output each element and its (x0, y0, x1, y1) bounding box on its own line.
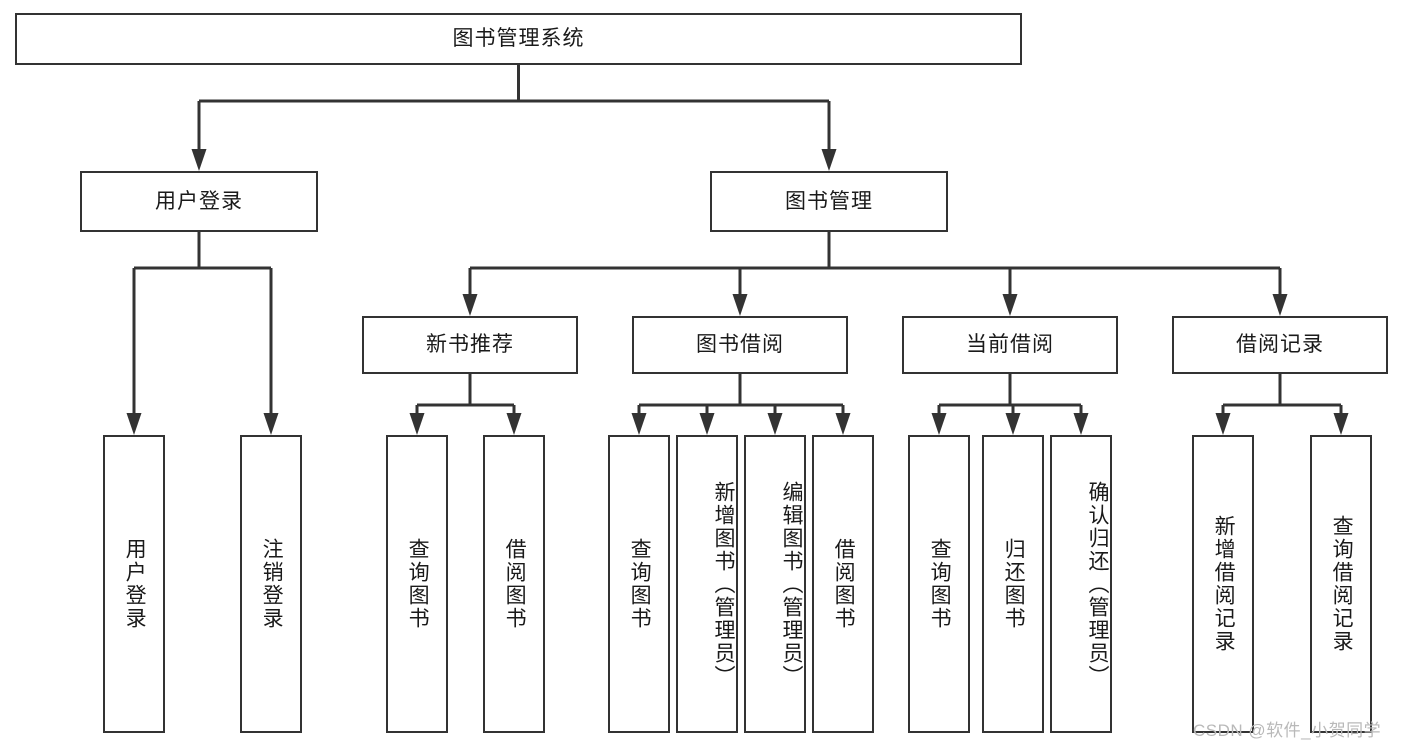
node-label: 注销登录 (260, 538, 284, 630)
node-book-borrow[interactable]: 图书借阅 (632, 316, 848, 374)
node-label: 当前借阅 (966, 333, 1054, 357)
node-label: 借阅图书 (503, 538, 527, 630)
node-leaf-query-book-1[interactable]: 查询图书 (386, 435, 448, 733)
node-leaf-borrow-book-1[interactable]: 借阅图书 (483, 435, 545, 733)
node-label: 新增借阅记录 (1212, 515, 1236, 653)
node-leaf-query-book-3[interactable]: 查询图书 (908, 435, 970, 733)
node-leaf-return-book[interactable]: 归还图书 (982, 435, 1044, 733)
node-borrow-record[interactable]: 借阅记录 (1172, 316, 1388, 374)
node-label: 查询图书 (406, 538, 430, 630)
node-label: 归还图书 (1002, 538, 1026, 630)
node-leaf-query-record[interactable]: 查询借阅记录 (1310, 435, 1372, 733)
node-leaf-user-login[interactable]: 用户登录 (103, 435, 165, 733)
node-label: 图书借阅 (696, 333, 784, 357)
node-label: 编辑图书（管理员） (780, 480, 803, 688)
node-leaf-edit-book[interactable]: 编辑图书（管理员） (744, 435, 806, 733)
node-root[interactable]: 图书管理系统 (15, 13, 1022, 65)
node-label: 图书管理系统 (452, 27, 585, 51)
node-label: 新书推荐 (426, 333, 514, 357)
node-leaf-add-record[interactable]: 新增借阅记录 (1192, 435, 1254, 733)
node-label: 用户登录 (123, 538, 147, 630)
node-label: 查询图书 (928, 538, 952, 630)
node-label: 图书管理 (785, 189, 873, 213)
node-label: 查询借阅记录 (1330, 515, 1354, 653)
node-leaf-confirm-return[interactable]: 确认归还（管理员） (1050, 435, 1112, 733)
node-user-login[interactable]: 用户登录 (80, 171, 318, 232)
node-book-manage[interactable]: 图书管理 (710, 171, 948, 232)
node-label: 用户登录 (155, 189, 243, 213)
node-label: 借阅图书 (832, 538, 856, 630)
node-label: 新增图书（管理员） (712, 480, 735, 688)
node-leaf-logout[interactable]: 注销登录 (240, 435, 302, 733)
node-new-book-rec[interactable]: 新书推荐 (362, 316, 578, 374)
node-leaf-add-book[interactable]: 新增图书（管理员） (676, 435, 738, 733)
watermark-text: CSDN @软件_小贺同学 (1193, 721, 1382, 740)
node-current-borrow[interactable]: 当前借阅 (902, 316, 1118, 374)
node-leaf-query-book-2[interactable]: 查询图书 (608, 435, 670, 733)
node-label: 确认归还（管理员） (1086, 480, 1109, 688)
node-leaf-borrow-book-2[interactable]: 借阅图书 (812, 435, 874, 733)
node-label: 借阅记录 (1236, 333, 1324, 357)
node-label: 查询图书 (628, 538, 652, 630)
